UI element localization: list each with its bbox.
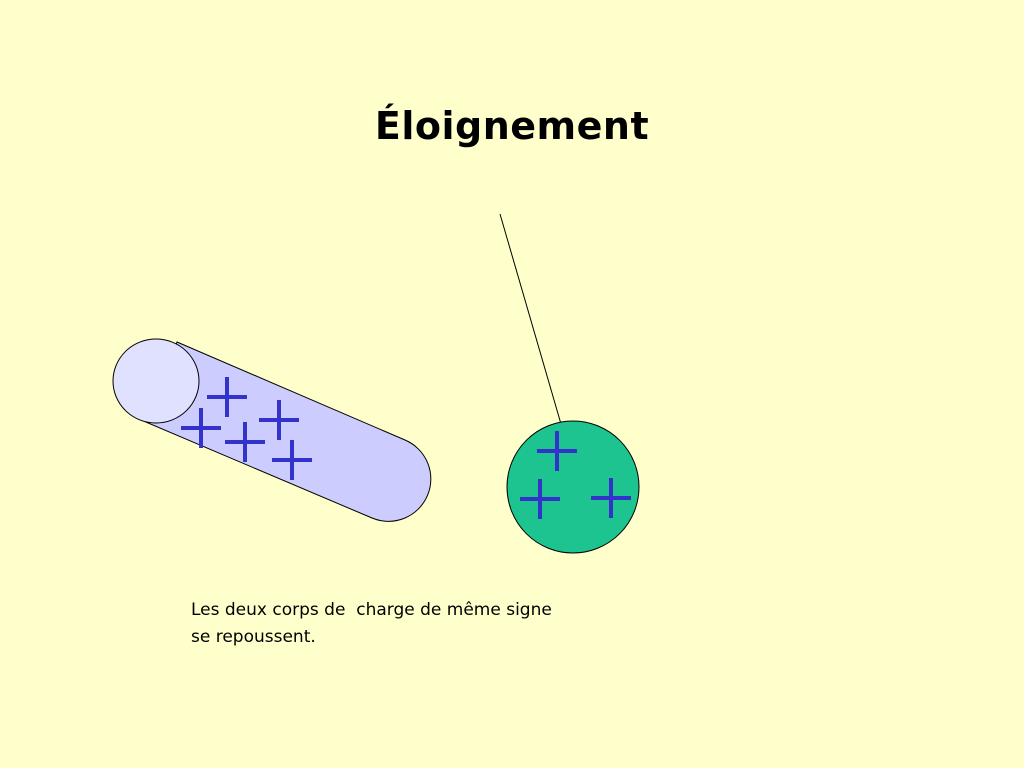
caption-line-2: se repoussent. <box>191 627 316 647</box>
rod-charges <box>181 377 312 480</box>
sphere-charge-plus <box>537 431 577 471</box>
rod-charge-plus <box>225 422 265 462</box>
sphere-body <box>506 420 640 554</box>
rod-charge-plus <box>259 400 299 440</box>
charged-sphere <box>506 420 640 554</box>
rod-charge-plus <box>181 408 221 448</box>
rod-end-face <box>112 338 200 424</box>
rod-body <box>140 341 432 522</box>
rod-charge-plus <box>207 377 247 417</box>
sphere-charges <box>520 431 631 519</box>
suspension-thread <box>499 213 562 425</box>
caption-line-1: Les deux corps de charge de même signe <box>191 600 552 620</box>
sphere-charge-plus <box>591 478 631 518</box>
charged-rod <box>112 338 432 522</box>
page-title: Éloignement <box>374 104 650 148</box>
sphere-charge-plus <box>520 479 560 519</box>
rod-charge-plus <box>272 440 312 480</box>
caption: Les deux corps de charge de même signe s… <box>191 597 651 651</box>
